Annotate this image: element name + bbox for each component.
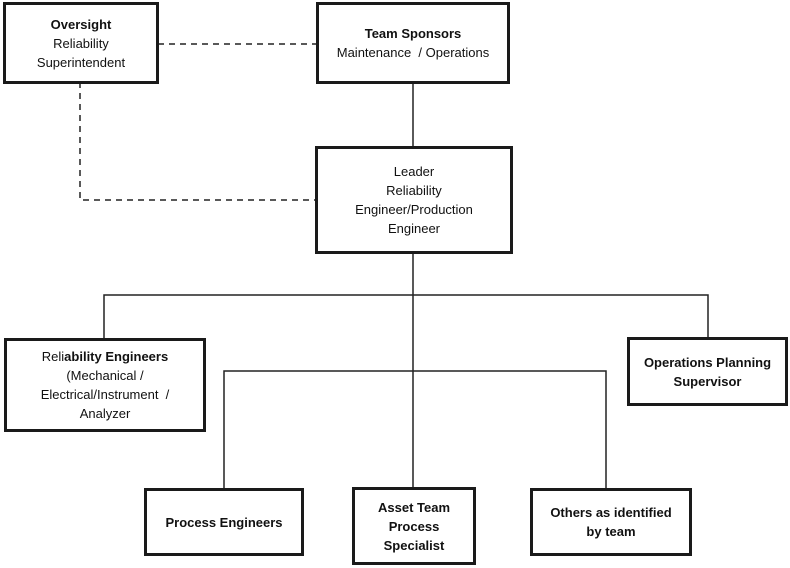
branch-lower — [223, 370, 607, 490]
node-operations-planning: Operations Planning Supervisor — [627, 337, 788, 406]
node-oversight: Oversight Reliability Superintendent — [3, 2, 159, 84]
node-team-sponsors-title: Team Sponsors — [364, 26, 462, 41]
node-reliability-engineers: Reliability Engineers (Mechanical / Elec… — [4, 338, 206, 432]
node-reliability-engineers-line-2: Electrical/Instrument / — [40, 387, 170, 402]
node-asset-team-line-2: Specialist — [383, 537, 445, 553]
node-reliability-engineers-line-3: Analyzer — [79, 406, 131, 421]
node-reliability-engineers-title-bold: ability Engineers — [64, 349, 169, 364]
node-leader-line-3: Engineer/Production — [355, 202, 473, 217]
node-reliability-engineers-line-1: (Mechanical / — [66, 368, 144, 383]
node-others-title: Others as identified — [550, 505, 672, 520]
dashed-link-oversight-leader — [79, 82, 316, 201]
node-oversight-line-2: Superintendent — [36, 54, 126, 70]
node-asset-team: Asset Team Process Specialist — [352, 487, 476, 565]
node-team-sponsors: Team Sponsors Maintenance / Operations — [316, 2, 510, 84]
node-asset-team-title: Asset Team — [377, 499, 450, 515]
node-asset-team-line-1: Process — [388, 518, 440, 534]
branch-upper — [103, 294, 709, 338]
node-team-sponsors-line-1: Maintenance / Operations — [336, 45, 490, 60]
node-leader-line-2: Reliability — [386, 183, 442, 198]
node-reliability-engineers-title: Reliability Engineers — [42, 347, 168, 366]
node-leader-line-1: Leader — [393, 164, 435, 179]
node-leader: Leader Reliability Engineer/Production E… — [315, 146, 513, 254]
node-others: Others as identified by team — [530, 488, 692, 556]
node-process-engineers-title: Process Engineers — [165, 514, 283, 530]
node-process-engineers: Process Engineers — [144, 488, 304, 556]
node-others-line-1: by team — [586, 524, 636, 539]
node-operations-planning-line-1: Supervisor — [673, 373, 742, 389]
node-reliability-engineers-title-prefix: Reli — [41, 349, 65, 364]
node-oversight-line-1: Reliability — [53, 35, 109, 51]
node-leader-line-4: Engineer — [387, 221, 441, 236]
node-operations-planning-title: Operations Planning — [643, 354, 772, 370]
node-oversight-title: Oversight — [50, 16, 112, 32]
